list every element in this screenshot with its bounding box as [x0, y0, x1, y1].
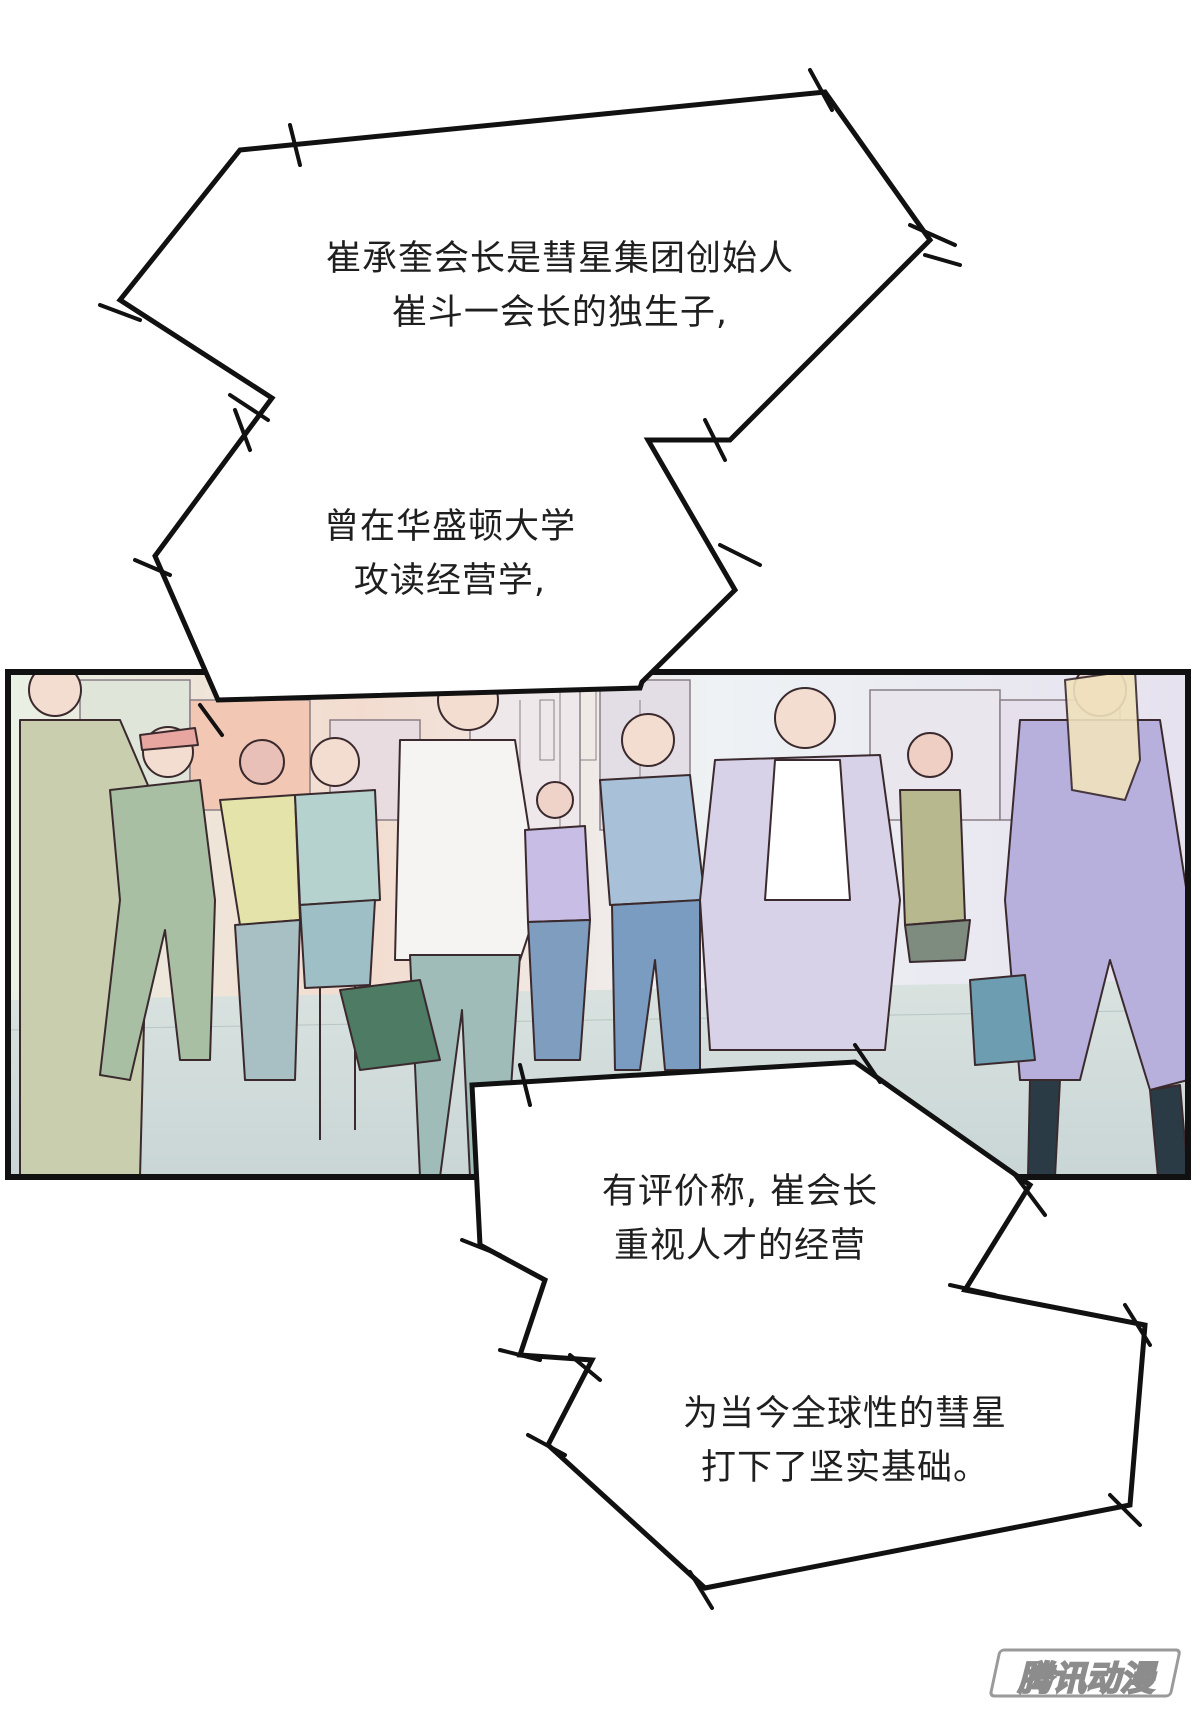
watermark-text: 腾讯动漫 — [1017, 1659, 1158, 1699]
caption-text-1: 崔承奎会长是彗星集团创始人 崔斗一会长的独生子, — [290, 232, 830, 340]
caption-3-line-2: 重视人才的经营 — [613, 1226, 866, 1266]
caption-4-line-1: 为当今全球性的彗星 — [682, 1394, 1007, 1434]
watermark-logo — [989, 1648, 1181, 1698]
caption-bubble-top — [98, 68, 962, 737]
watermark-text-svg: 腾讯动漫 — [1016, 1658, 1159, 1700]
watermark: 腾讯动漫 — [986, 1648, 1186, 1708]
caption-text-2: 曾在华盛顿大学 攻读经营学, — [300, 500, 600, 608]
caption-2-line-2: 攻读经营学, — [353, 561, 547, 601]
caption-1-line-2: 崔斗一会长的独生子, — [391, 293, 729, 333]
caption-3-line-1: 有评价称, 崔会长 — [601, 1172, 879, 1212]
caption-2-line-1: 曾在华盛顿大学 — [323, 507, 576, 547]
caption-bubble-bottom — [460, 1043, 1152, 1610]
caption-1-line-1: 崔承奎会长是彗星集团创始人 — [325, 239, 794, 279]
caption-4-line-2: 打下了坚实基础。 — [700, 1448, 989, 1488]
caption-text-3: 有评价称, 崔会长 重视人才的经营 — [575, 1165, 905, 1273]
caption-text-4: 为当今全球性的彗星 打下了坚实基础。 — [660, 1387, 1030, 1495]
